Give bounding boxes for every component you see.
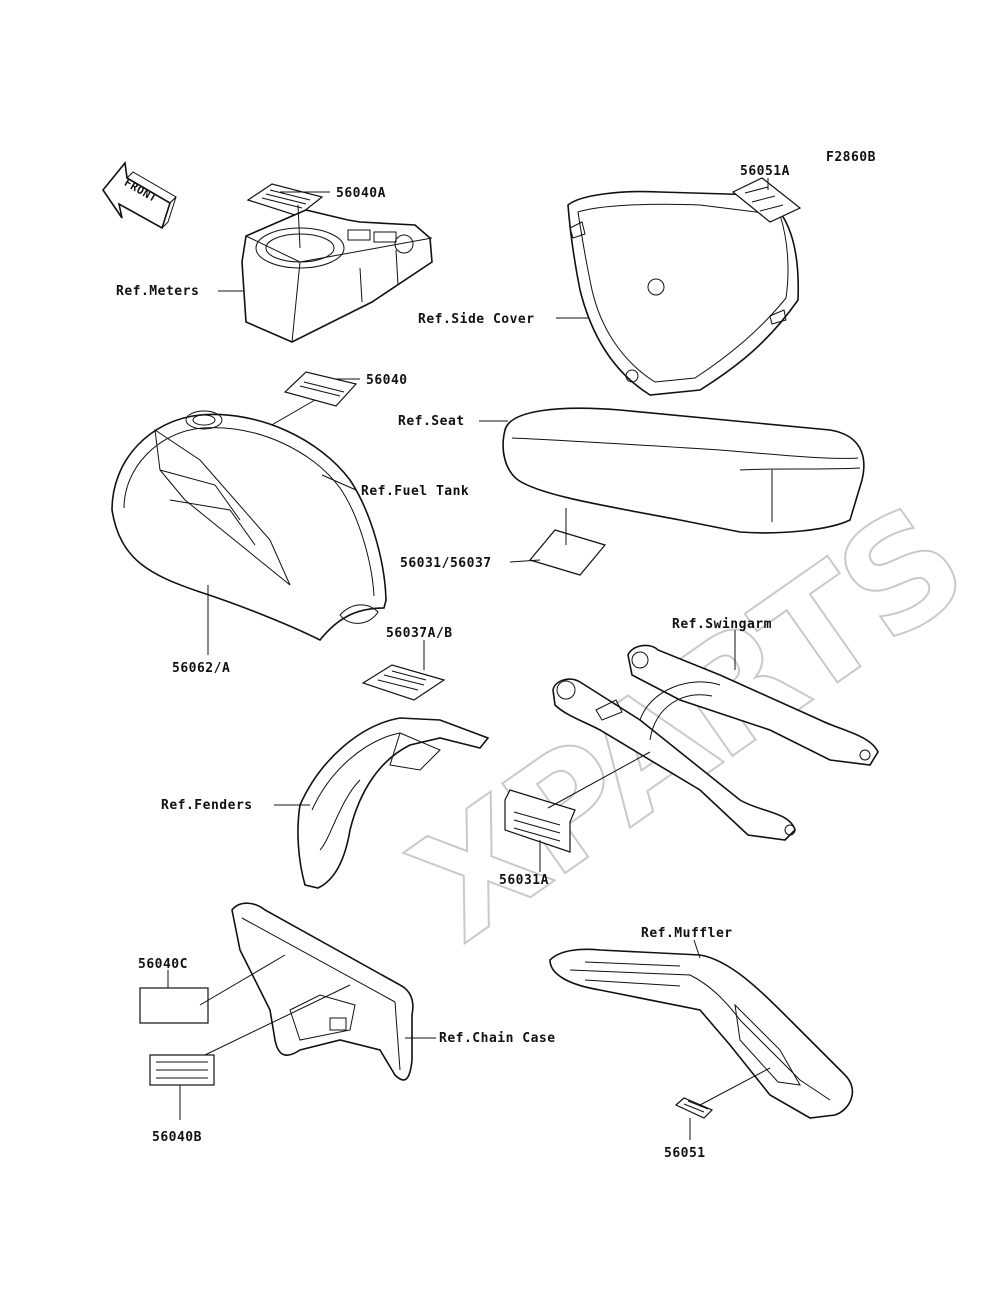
label-56040C: 56040C xyxy=(138,957,188,972)
muffler-part xyxy=(549,948,854,1119)
label-ref-side-cover: Ref.Side Cover xyxy=(418,312,535,327)
decal-56051A xyxy=(731,177,802,223)
label-ref-fuel-tank: Ref.Fuel Tank xyxy=(361,484,469,499)
seat-part xyxy=(502,407,865,534)
label-ref-fenders: Ref.Fenders xyxy=(161,798,253,813)
decal-56037AB xyxy=(361,664,446,701)
meters-part xyxy=(241,183,433,343)
decal-56031A xyxy=(504,789,576,853)
label-56031A: 56031A xyxy=(499,873,549,888)
label-56031-56037: 56031/56037 xyxy=(400,556,492,571)
side-cover-part xyxy=(567,177,802,396)
figure-code: F2860B xyxy=(826,150,876,165)
label-56051: 56051 xyxy=(664,1146,706,1161)
decal-56040 xyxy=(283,371,358,407)
label-56051A: 56051A xyxy=(740,164,790,179)
label-56037AB: 56037A/B xyxy=(386,626,453,641)
decal-56040C xyxy=(139,987,209,1024)
label-ref-swingarm: Ref.Swingarm xyxy=(672,617,772,632)
decal-56040B xyxy=(149,1054,215,1086)
label-ref-seat: Ref.Seat xyxy=(398,414,465,429)
chain-case-part xyxy=(231,902,414,1081)
label-56040B: 56040B xyxy=(152,1130,202,1145)
label-ref-meters: Ref.Meters xyxy=(116,284,199,299)
watermark: XPARTS xyxy=(383,475,993,975)
label-ref-muffler: Ref.Muffler xyxy=(641,926,733,941)
fender-part xyxy=(297,717,490,889)
swingarm-part xyxy=(552,644,879,841)
fuel-tank-part xyxy=(111,410,387,642)
front-arrow-icon: FRONT xyxy=(102,161,177,230)
label-56062A: 56062/A xyxy=(172,661,230,676)
decal-56051 xyxy=(674,1097,714,1119)
decal-56031-56037 xyxy=(528,529,607,576)
label-ref-chain-case: Ref.Chain Case xyxy=(439,1031,556,1046)
label-56040: 56040 xyxy=(366,373,408,388)
label-56040A: 56040A xyxy=(336,186,386,201)
